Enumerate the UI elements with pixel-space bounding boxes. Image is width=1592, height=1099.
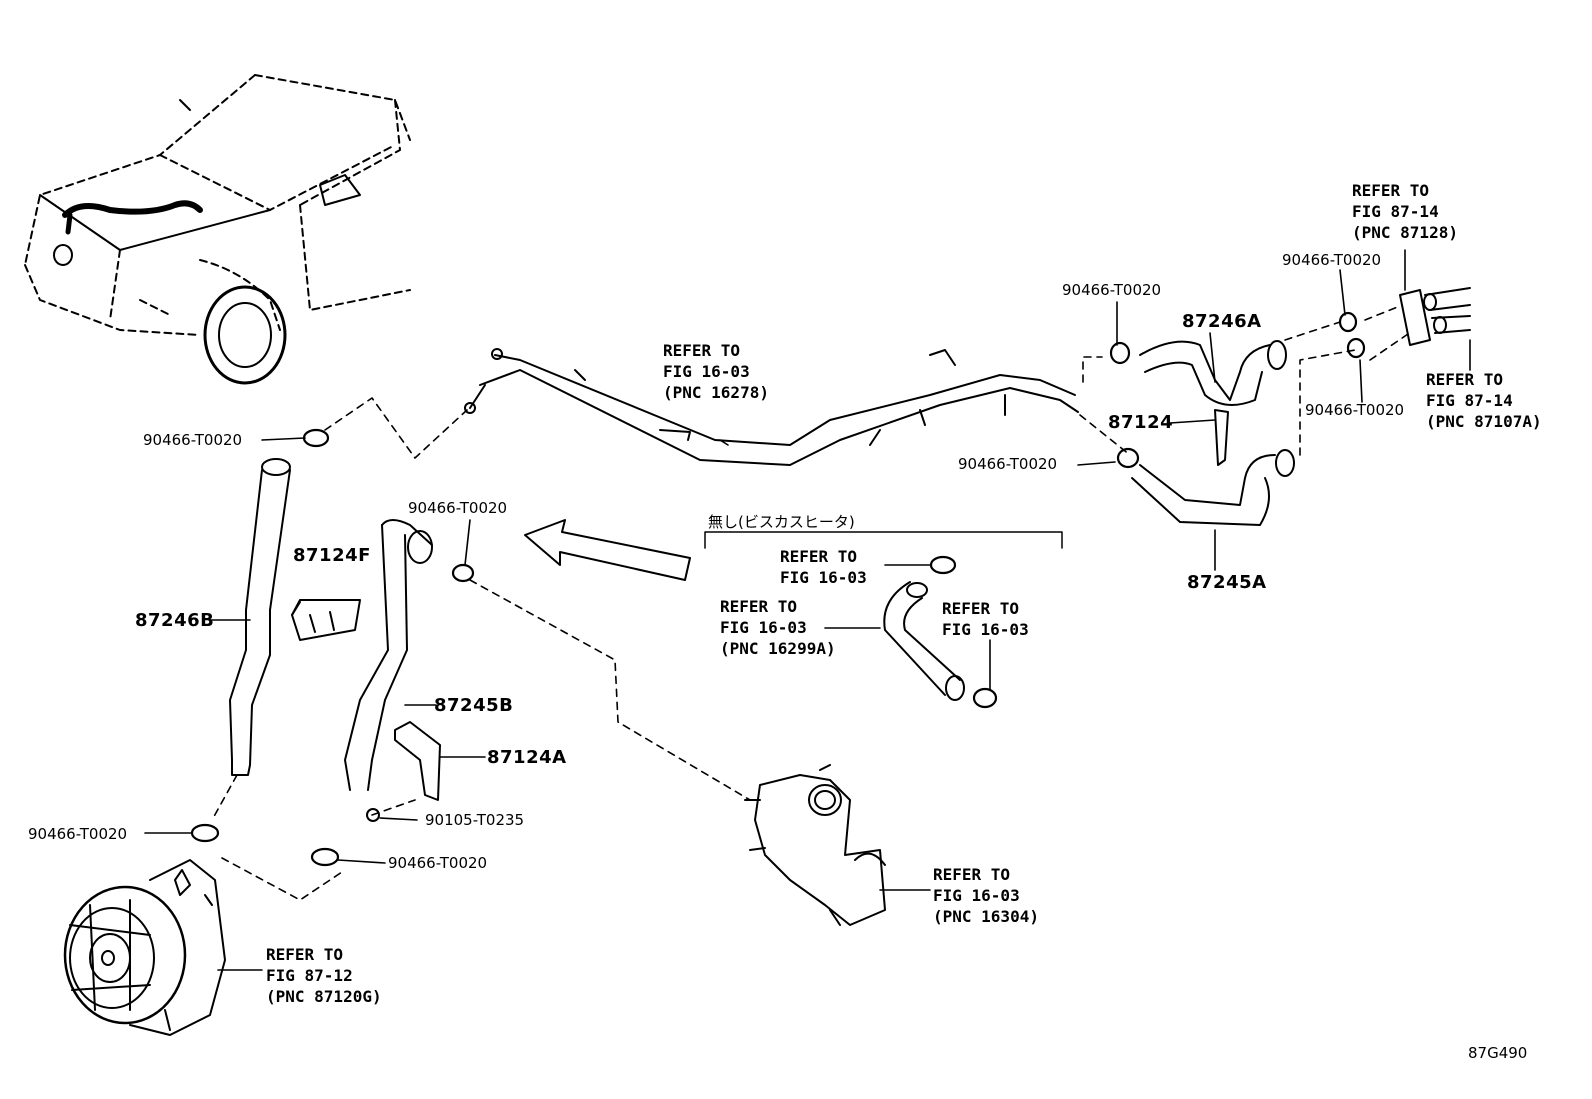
- ref-87120G: REFER TO FIG 87-12 (PNC 87120G): [266, 945, 382, 1006]
- ref-16-03-c: REFER TO FIG 16-03: [942, 599, 1029, 639]
- hose-87246B: [229, 458, 291, 776]
- label-90466-bottom-left: 90466-T0020: [28, 825, 128, 843]
- label-90466-farright-bottom: 90466-T0020: [1305, 401, 1405, 419]
- label-90105: 90105-T0235: [425, 811, 525, 829]
- hose-87246A: [1139, 340, 1287, 406]
- label-90466-right: 90466-T0020: [958, 455, 1058, 473]
- water-pump-housing: [744, 764, 886, 926]
- figure-code: 87G490: [1468, 1044, 1528, 1062]
- hose-87245A: [1131, 449, 1295, 526]
- label-87245B: 87245B: [434, 695, 514, 716]
- label-90466-bottom-mid: 90466-T0020: [388, 854, 488, 872]
- heater-pipe: [464, 348, 1079, 466]
- label-87245A: 87245A: [1187, 572, 1267, 593]
- direction-arrow: [524, 519, 691, 581]
- label-87124F: 87124F: [293, 545, 371, 566]
- clip-87124: [1214, 409, 1229, 466]
- label-90466-farright-top: 90466-T0020: [1282, 251, 1382, 269]
- label-87246B: 87246B: [135, 610, 215, 631]
- bracket-87124A: [366, 721, 441, 822]
- ref-16304: REFER TO FIG 16-03 (PNC 16304): [933, 865, 1039, 926]
- label-90466-mid: 90466-T0020: [408, 499, 508, 517]
- vacuum-pump: [63, 859, 226, 1036]
- leader-lines: [144, 249, 1471, 971]
- vehicle-illustration: [24, 74, 411, 385]
- hose-16299A: [883, 581, 965, 701]
- clamp-87124F: [291, 599, 361, 641]
- label-87124A: 87124A: [487, 747, 567, 768]
- heater-fittings: [1399, 287, 1471, 346]
- label-90466-topright: 90466-T0020: [1062, 281, 1162, 299]
- ref-87107A: REFER TO FIG 87-14 (PNC 87107A): [1426, 370, 1542, 431]
- hose-87245B: [344, 519, 433, 791]
- label-87124: 87124: [1108, 412, 1174, 433]
- label-japanese-note: 無し(ビスカスヒータ): [708, 513, 855, 531]
- label-87246A: 87246A: [1182, 311, 1262, 332]
- dashed-connectors: [211, 305, 1409, 901]
- ref-pipe-16278: REFER TO FIG 16-03 (PNC 16278): [663, 341, 769, 402]
- note-bracket: [704, 531, 1063, 549]
- ref-87128: REFER TO FIG 87-14 (PNC 87128): [1352, 181, 1458, 242]
- ref-16299A: REFER TO FIG 16-03 (PNC 16299A): [720, 597, 836, 658]
- label-90466-left: 90466-T0020: [143, 431, 243, 449]
- ref-16-03-a: REFER TO FIG 16-03: [780, 547, 867, 587]
